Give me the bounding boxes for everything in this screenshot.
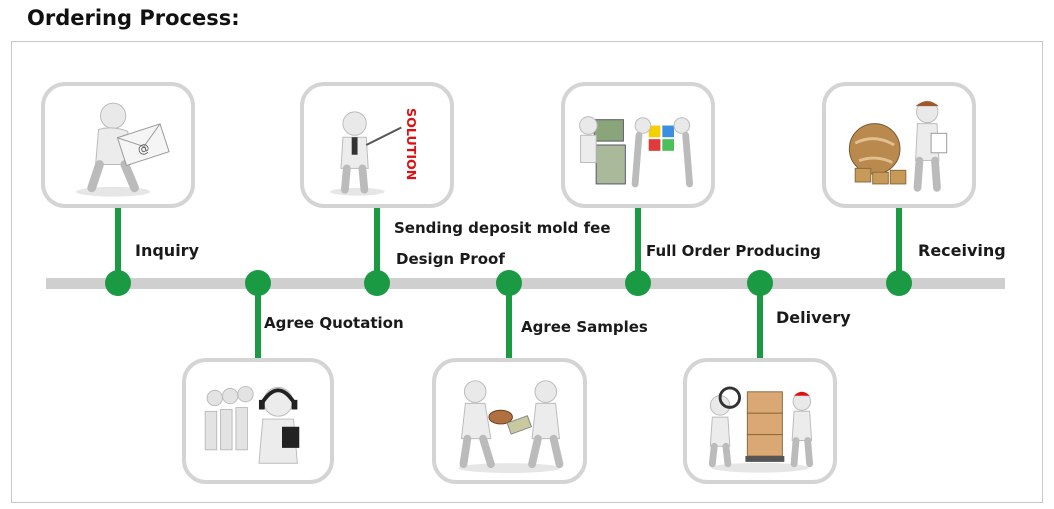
stem-agree-quotation xyxy=(255,284,261,360)
page-title: Ordering Process: xyxy=(27,6,240,30)
call-center-icon xyxy=(204,385,300,464)
card-receiving xyxy=(822,82,976,208)
timeline-bar xyxy=(46,278,1005,289)
stem-sending-deposit xyxy=(374,205,380,283)
step-label-delivery: Delivery xyxy=(776,308,851,327)
card-design-proof: SOLUTION xyxy=(300,82,454,208)
timeline-dot-receiving xyxy=(886,270,912,296)
stem-agree-samples xyxy=(506,284,512,360)
timeline-dot-agree-samples xyxy=(496,270,522,296)
step-label-agree-samples: Agree Samples xyxy=(521,318,648,336)
timeline-dot-sending-deposit xyxy=(364,270,390,296)
timeline-dot-delivery xyxy=(747,270,773,296)
solution-presenter-icon: SOLUTION xyxy=(330,108,419,196)
stem-full-order xyxy=(635,205,641,283)
card-inquiry: @ xyxy=(41,82,195,208)
step-label-inquiry: Inquiry xyxy=(135,241,199,260)
timeline-dot-agree-quotation xyxy=(245,270,271,296)
timeline-dot-full-order xyxy=(625,270,651,296)
stem-inquiry xyxy=(115,205,121,283)
boxes-inspection-icon xyxy=(708,386,814,473)
puzzle-money-icon xyxy=(579,116,693,188)
svg-text:@: @ xyxy=(136,140,151,157)
sample-exchange-icon xyxy=(458,380,564,473)
step-label-agree-quotation: Agree Quotation xyxy=(264,314,404,332)
step-label-design-proof: Design Proof xyxy=(396,250,505,268)
card-delivery xyxy=(683,358,837,484)
solution-text: SOLUTION xyxy=(404,108,419,180)
card-full-order xyxy=(561,82,715,208)
email-courier-icon: @ xyxy=(76,102,170,197)
step-label-sending-deposit: Sending deposit mold fee xyxy=(394,219,611,237)
stem-receiving xyxy=(896,205,902,283)
step-label-receiving: Receiving xyxy=(918,241,1006,260)
globe-delivery-icon xyxy=(848,100,948,192)
timeline-dot-inquiry xyxy=(105,270,131,296)
card-agree-quotation xyxy=(182,358,334,484)
stem-delivery xyxy=(757,284,763,360)
step-label-full-order: Full Order Producing xyxy=(646,242,821,260)
card-agree-samples xyxy=(432,358,587,484)
